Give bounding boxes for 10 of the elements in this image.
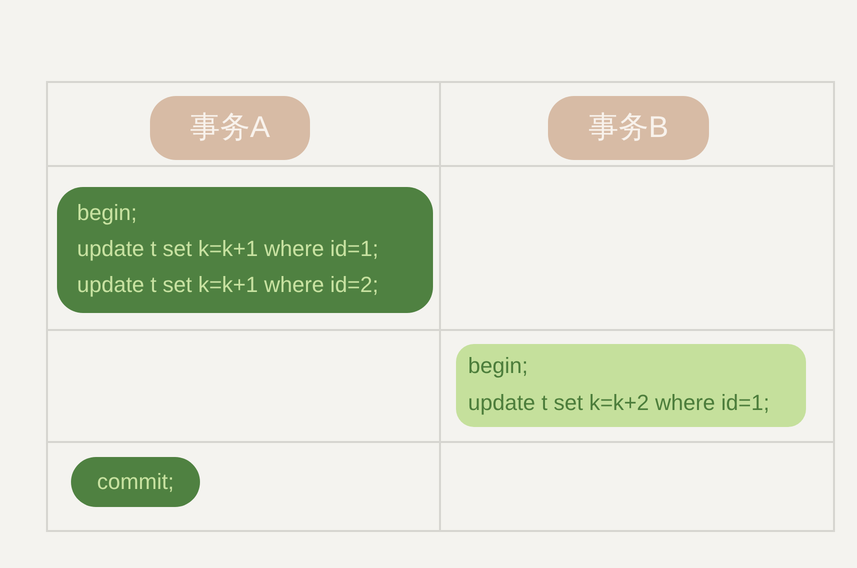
sql-block (71, 457, 200, 507)
sql-text: commit; (97, 469, 174, 495)
sql-text: begin; update t set k=k+2 where id=1; (468, 352, 770, 417)
transaction-label (150, 96, 310, 160)
sql-text: begin; update t set k=k+1 where id=1; update t set k=k+1 where id=2; (77, 199, 378, 299)
label-text: 事务A (190, 110, 270, 146)
sql-block (57, 187, 433, 313)
transaction-label (548, 96, 709, 160)
label-text: 事务B (588, 110, 668, 146)
sql-block (456, 344, 806, 427)
